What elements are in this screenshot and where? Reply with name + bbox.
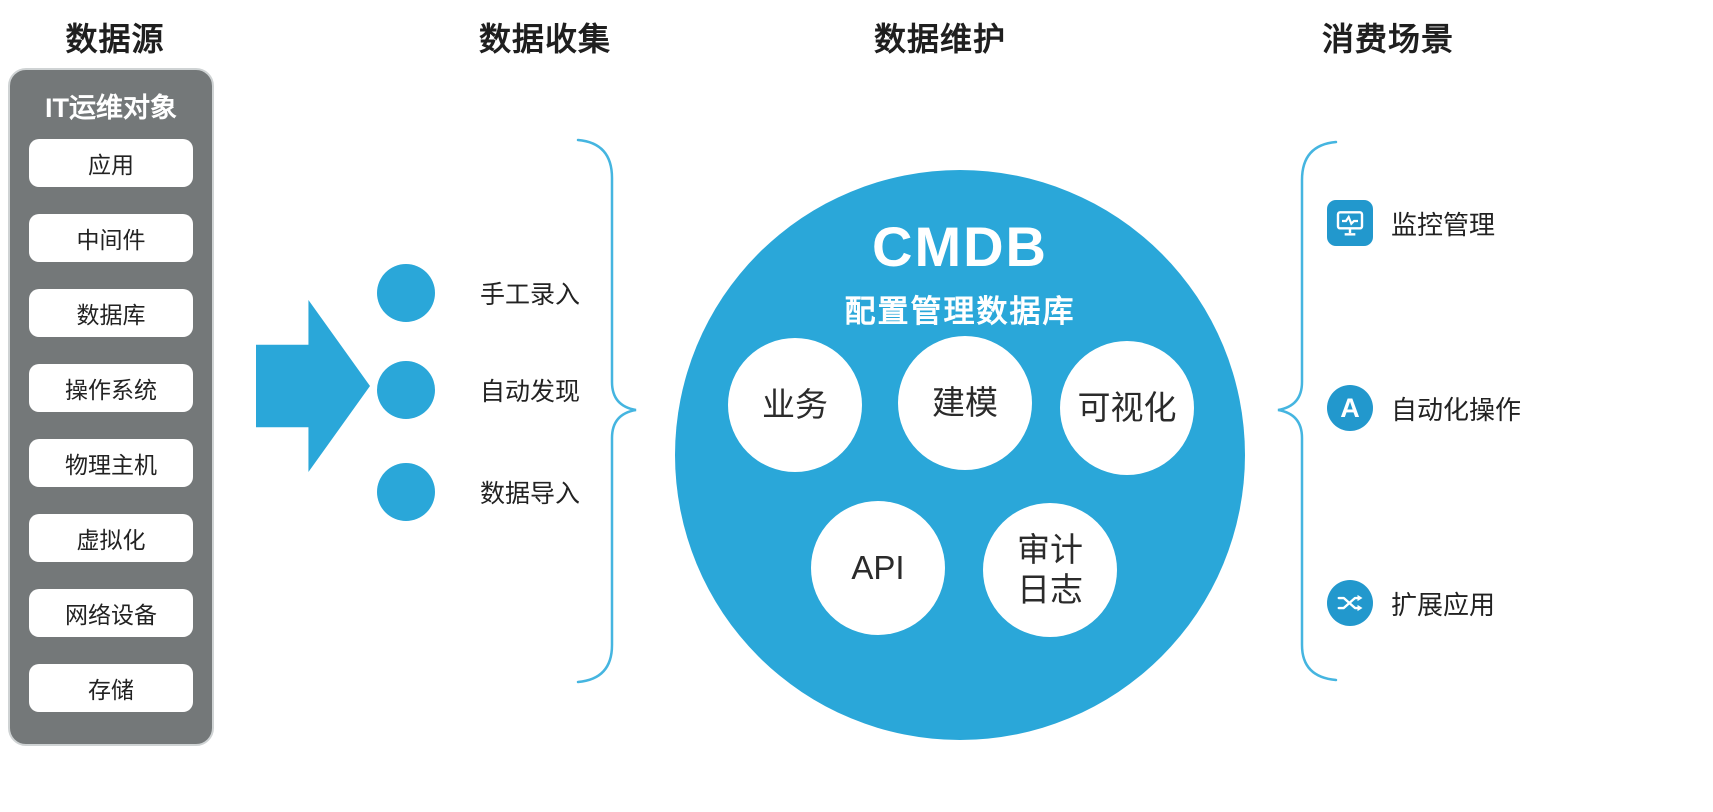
it-ops-objects-title: IT运维对象 bbox=[45, 93, 177, 123]
dot-icon bbox=[377, 463, 435, 521]
consumption-label: 监控管理 bbox=[1391, 209, 1496, 240]
dot-icon bbox=[377, 264, 435, 322]
shuffle-icon bbox=[1327, 580, 1373, 626]
cmdb-module-modeling: 建模 bbox=[898, 336, 1032, 470]
consumption-label: 自动化操作 bbox=[1391, 394, 1522, 425]
consumption-row-monitoring: 监控管理 bbox=[1327, 200, 1495, 246]
monitor-icon bbox=[1327, 200, 1373, 246]
header-data-collection: 数据收集 bbox=[478, 21, 611, 57]
letter-a-icon: A bbox=[1327, 385, 1373, 431]
source-item-database: 数据库 bbox=[29, 289, 193, 337]
cmdb-subtitle: 配置管理数据库 bbox=[844, 294, 1076, 329]
consumption-row-automation: A 自动化操作 bbox=[1327, 385, 1521, 431]
module-label: API bbox=[851, 549, 905, 587]
source-item-os: 操作系统 bbox=[29, 364, 193, 412]
source-item-storage: 存储 bbox=[29, 664, 193, 712]
collection-row-manual-entry: 手工录入 bbox=[377, 264, 580, 322]
collection-brace-icon bbox=[576, 138, 637, 684]
source-item-network-device: 网络设备 bbox=[29, 589, 193, 637]
source-item-middleware: 中间件 bbox=[29, 214, 193, 262]
collection-row-auto-discovery: 自动发现 bbox=[377, 361, 580, 419]
header-consumption-scenarios: 消费场景 bbox=[1321, 21, 1454, 57]
module-label: 业务 bbox=[762, 386, 828, 424]
module-label: 审计日志 bbox=[1017, 531, 1083, 608]
cmdb-module-visualization: 可视化 bbox=[1060, 341, 1194, 475]
it-ops-objects-list: 应用 中间件 数据库 操作系统 物理主机 虚拟化 网络设备 存储 bbox=[10, 125, 212, 712]
cmdb-title: CMDB bbox=[872, 215, 1048, 278]
source-item-physical-host: 物理主机 bbox=[29, 439, 193, 487]
source-item-application: 应用 bbox=[29, 139, 193, 187]
cmdb-module-api: API bbox=[811, 501, 945, 635]
right-arrow-icon bbox=[256, 300, 370, 472]
consumption-label: 扩展应用 bbox=[1391, 589, 1496, 620]
collection-label: 手工录入 bbox=[480, 281, 581, 309]
it-ops-objects-panel: IT运维对象 应用 中间件 数据库 操作系统 物理主机 虚拟化 网络设备 存储 bbox=[8, 68, 214, 746]
module-label: 建模 bbox=[932, 384, 998, 422]
cmdb-module-audit-log: 审计日志 bbox=[983, 503, 1117, 637]
header-data-maintenance: 数据维护 bbox=[873, 21, 1006, 57]
source-item-virtualization: 虚拟化 bbox=[29, 514, 193, 562]
collection-row-data-import: 数据导入 bbox=[377, 463, 580, 521]
dot-icon bbox=[377, 361, 435, 419]
collection-label: 数据导入 bbox=[480, 480, 581, 508]
collection-label: 自动发现 bbox=[480, 378, 581, 406]
header-data-source: 数据源 bbox=[65, 21, 165, 57]
consumption-row-extended-apps: 扩展应用 bbox=[1327, 580, 1495, 626]
module-label: 可视化 bbox=[1077, 389, 1177, 427]
letter-a-glyph: A bbox=[1340, 392, 1360, 423]
cmdb-module-business: 业务 bbox=[728, 338, 862, 472]
